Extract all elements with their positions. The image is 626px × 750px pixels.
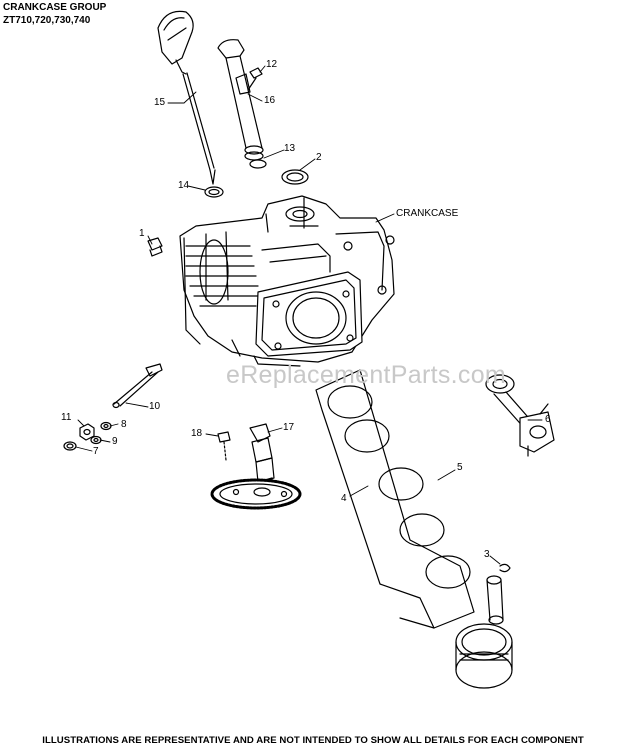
callout-9: 9 [112,436,118,447]
callout-8: 8 [121,419,127,430]
dipstick-tube-part [217,39,264,161]
ring-set-panel [315,369,475,629]
bolt-part [247,67,263,91]
callout-3: 3 [484,549,490,560]
plug-part [147,237,163,257]
piston-ring-5 [425,555,471,589]
o-ring-part [249,159,267,169]
callout-2: 2 [316,152,322,163]
callout-7: 7 [93,446,99,457]
piston-ring-1 [327,385,373,419]
rod-part [112,363,163,409]
callout-15: 15 [154,97,166,108]
retainer-clip-part [499,563,511,573]
dipstick-part [157,10,216,185]
piston-ring-2 [344,419,390,453]
piston-part [455,623,513,689]
callout-14: 14 [178,180,190,191]
label-crankcase: CRANKCASE [396,208,459,219]
callout-13: 13 [284,143,296,154]
leader-lines [75,65,543,565]
nut-part [79,423,95,441]
connecting-rod-part [485,374,555,457]
callout-17: 17 [283,422,295,433]
callout-1: 1 [139,228,145,239]
footer-disclaimer: ILLUSTRATIONS ARE REPRESENTATIVE AND ARE… [42,735,584,746]
piston-pin-part [486,575,504,625]
callout-12: 12 [266,59,278,70]
piston-ring-4 [399,513,445,547]
washer-part [204,186,224,198]
callout-10: 10 [149,401,161,412]
watermark-text: eReplacementParts.com [226,361,507,389]
callout-6: 6 [545,414,551,425]
ring-small-part [63,441,77,451]
camshaft-part [210,423,302,510]
model-numbers: ZT710,720,730,740 [3,15,91,26]
diagram-title: CRANKCASE GROUP [3,2,107,13]
callout-16: 16 [264,95,276,106]
callout-18: 18 [191,428,203,439]
callout-4: 4 [341,493,347,504]
crankcase-part [179,195,395,367]
callout-5: 5 [457,462,463,473]
lock-washer-part [90,435,102,445]
screw-part [217,431,231,461]
callout-11: 11 [61,412,72,423]
oil-seal-part [281,169,309,185]
washer-small-part [100,421,112,431]
piston-ring-3 [378,467,424,501]
